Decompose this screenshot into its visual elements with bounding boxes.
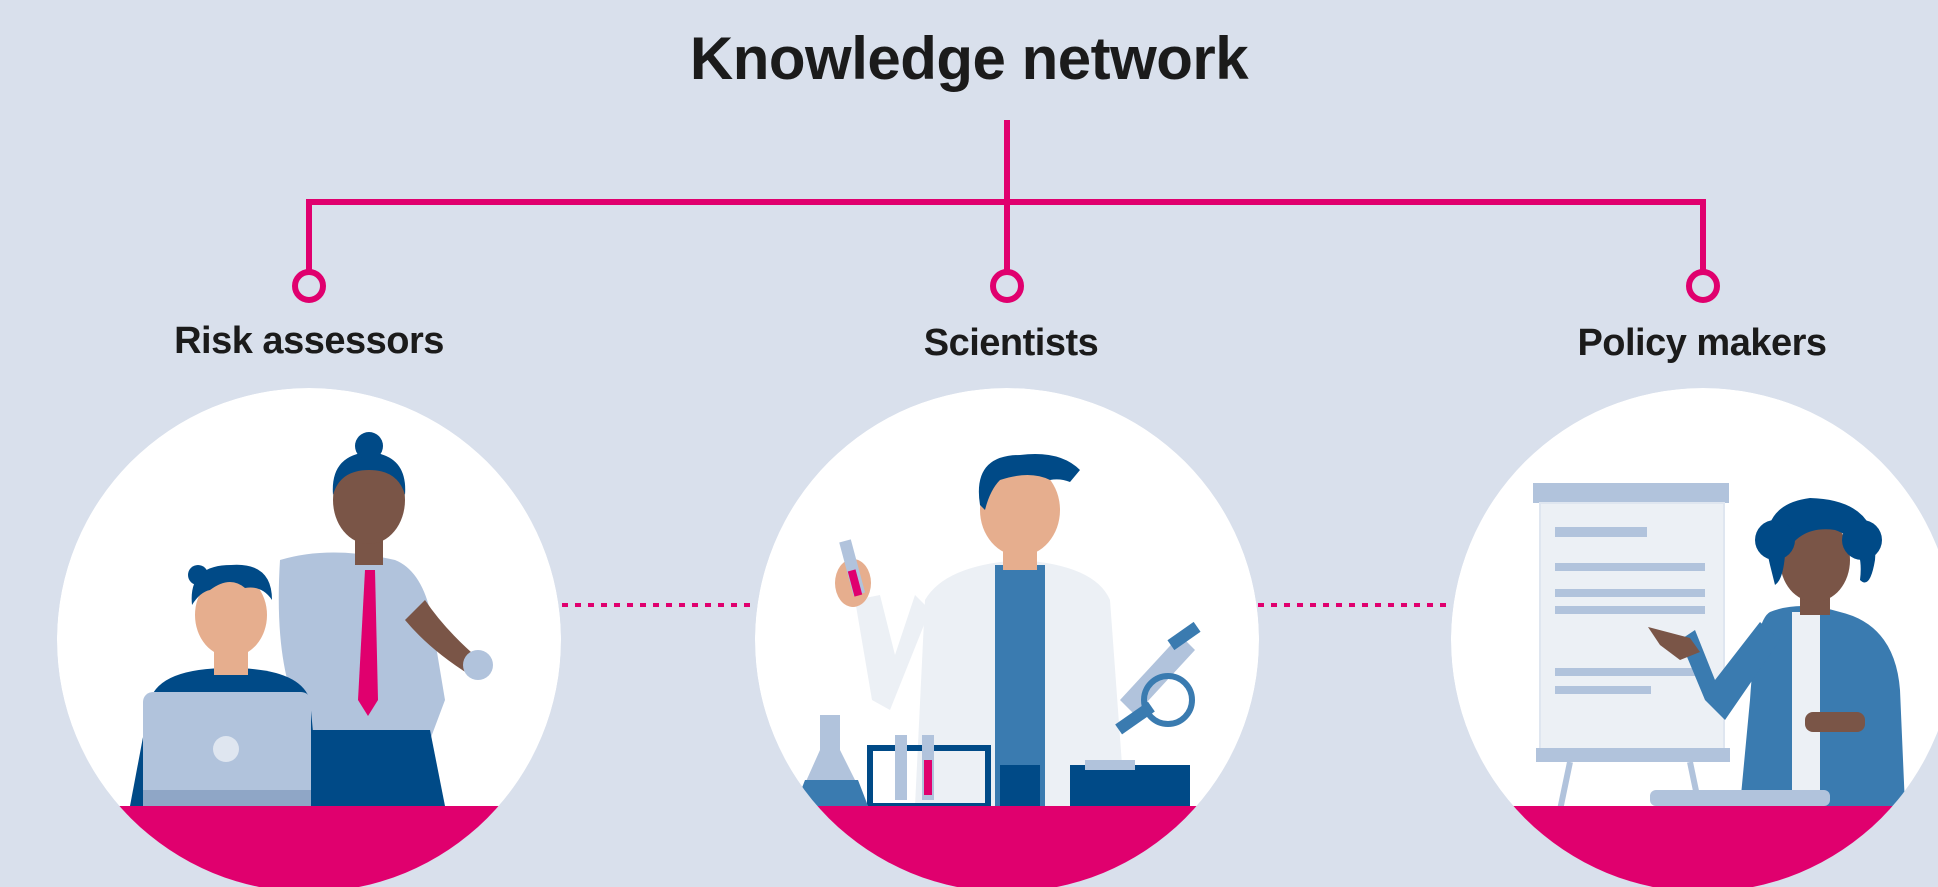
diagram-title: Knowledge network [689, 25, 1249, 92]
risk-assessors-illustration [57, 388, 561, 887]
node-label-policy-makers: Policy makers [1577, 322, 1827, 364]
node-label-scientists: Scientists [923, 322, 1099, 364]
scientists-illustration [755, 388, 1259, 887]
node-label-risk-assessors: Risk assessors [174, 320, 444, 362]
connector-tree [292, 120, 1720, 303]
node-connector-risk-assessors [292, 269, 326, 303]
node-connector-policy-makers [1686, 269, 1720, 303]
policy-makers-illustration [1451, 388, 1938, 887]
node-connector-scientists [990, 269, 1024, 303]
